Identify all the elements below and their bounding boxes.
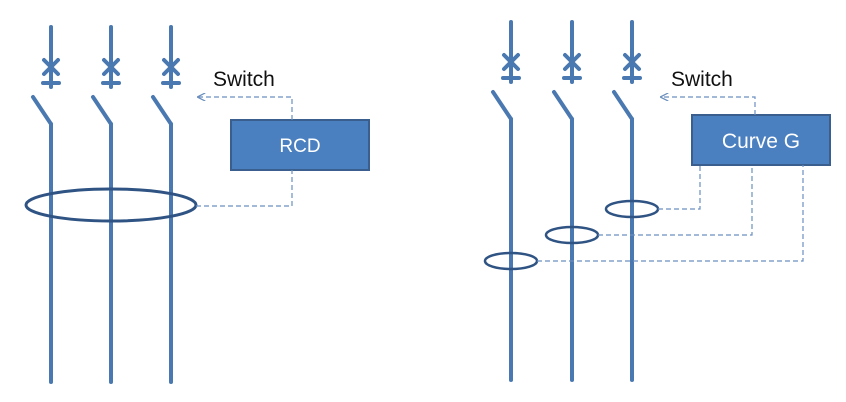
left-switch-label: Switch — [213, 68, 275, 91]
left-conductors — [31, 25, 181, 384]
left-phase-3-switch-blade — [151, 95, 173, 126]
rcd-label: RCD — [279, 136, 320, 157]
right-sensor-3-signal-line — [658, 165, 701, 210]
left-phase-2-breaker-cross-b — [102, 58, 120, 76]
left-phase-3-breaker-cross-b — [162, 58, 180, 76]
right-sensor-1-signal-line — [537, 165, 804, 262]
right-sensor-2-signal-line — [598, 165, 753, 236]
right-phase-1-breaker-cross-b — [502, 53, 520, 71]
left-sensor-signal-line — [196, 170, 293, 207]
left-trip-signal-arrow — [198, 97, 293, 120]
right-phase-1-switch-blade — [491, 90, 513, 121]
right-phase-2-switch-blade — [552, 90, 574, 121]
curve-g-box — [691, 114, 831, 166]
left-phase-1-switch-blade — [31, 95, 53, 126]
left-phase-2-switch-blade — [91, 95, 113, 126]
left-core-balance-sensor — [24, 187, 198, 223]
right-phase-2-breaker-cross-b — [563, 53, 581, 71]
right-phase-3-switch-blade — [612, 90, 634, 121]
right-trip-signal-arrow — [661, 97, 756, 115]
left-phase-1-breaker-cross-b — [42, 58, 60, 76]
right-switch-label: Switch — [671, 68, 733, 91]
right-panel: Curve G Switch — [483, 20, 831, 382]
right-phase-3-breaker-cross-b — [623, 53, 641, 71]
right-conductors — [491, 20, 642, 382]
curve-g-label: Curve G — [722, 130, 800, 153]
left-panel: RCD Switch — [24, 25, 370, 384]
rcd-box — [230, 119, 370, 171]
